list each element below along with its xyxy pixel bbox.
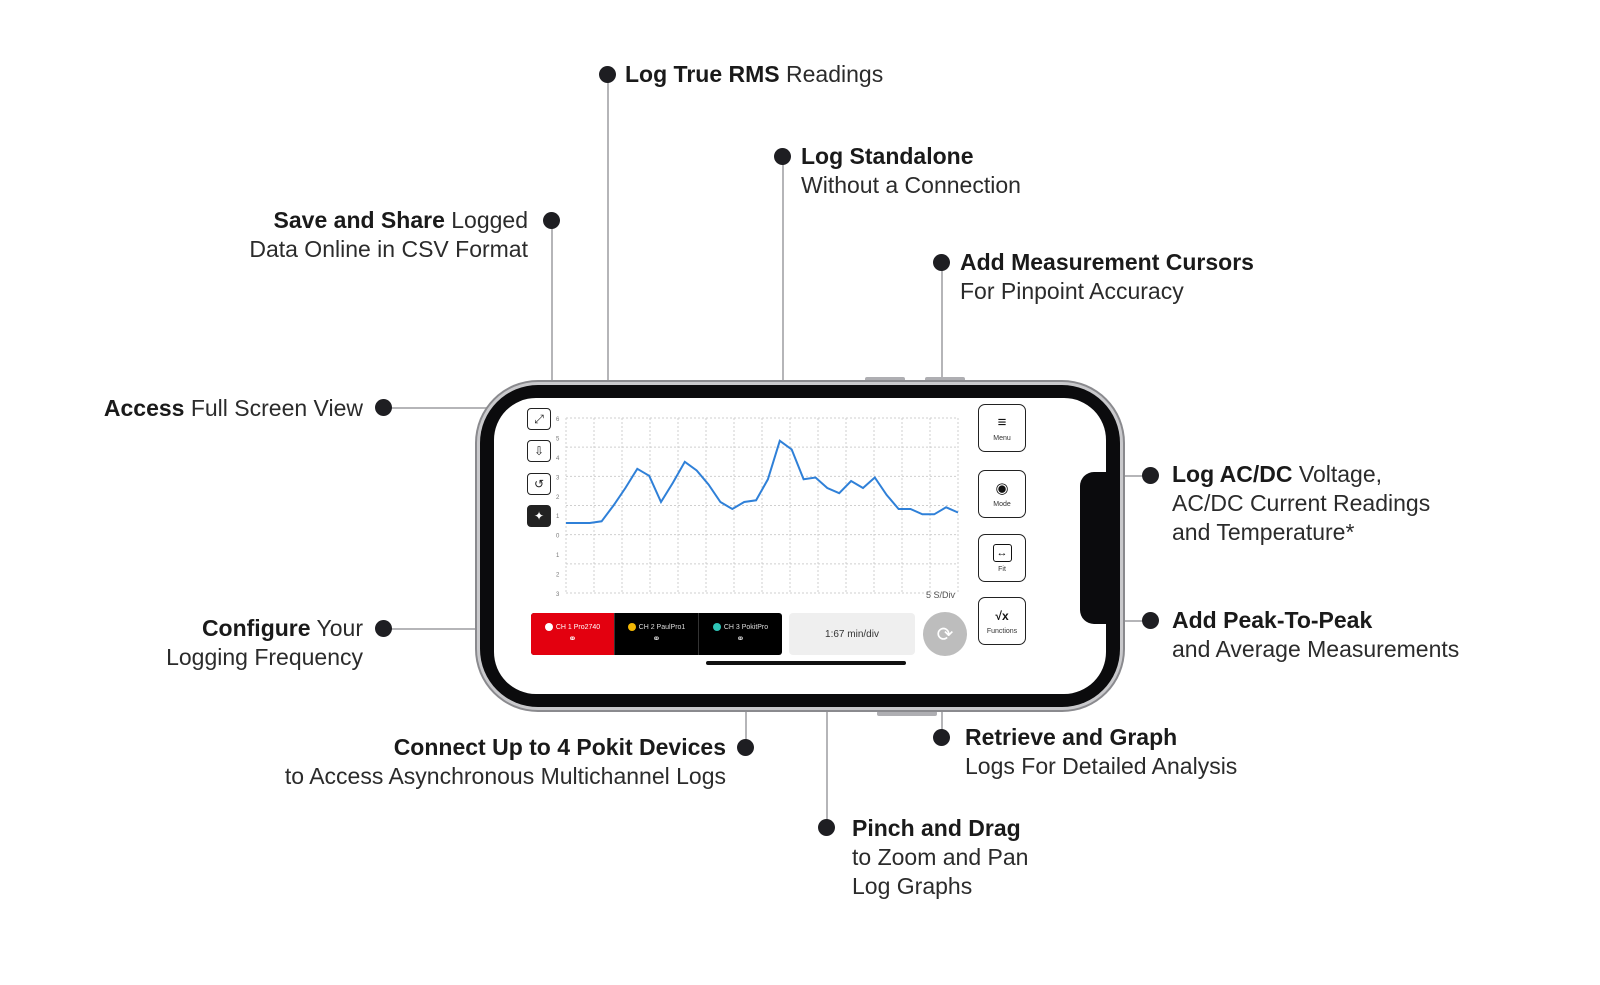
channel-color-dot xyxy=(544,623,553,631)
callout-cursors: Add Measurement Cursors For Pinpoint Acc… xyxy=(960,249,1254,304)
y-tick-label: 3 xyxy=(556,475,560,481)
sqrt-icon: √x xyxy=(995,608,1009,623)
link-icon: ⚭ xyxy=(568,634,577,645)
sync-icon: ⟳ xyxy=(936,623,954,646)
phone-side-button xyxy=(865,377,905,382)
y-tick-label: 2 xyxy=(556,573,560,579)
callout-save-share: Save and Share Logged Data Online in CSV… xyxy=(249,207,528,262)
y-tick-label: 3 xyxy=(556,592,560,598)
connector-fullscreen xyxy=(384,407,536,409)
callout-retrieve: Retrieve and Graph Logs For Detailed Ana… xyxy=(965,724,1238,779)
y-tick-label: 4 xyxy=(556,456,560,462)
menu-button[interactable]: ≡ Menu xyxy=(978,404,1026,452)
channel-3-tab[interactable]: CH 3 PokitPro ⚭ xyxy=(699,613,782,655)
callout-dot xyxy=(1142,467,1159,484)
channel-1-tab[interactable]: CH 1 Pro2740 ⚭ xyxy=(531,613,615,655)
link-icon: ⚭ xyxy=(736,634,745,645)
callout-dot xyxy=(774,148,791,165)
callout-dot xyxy=(933,254,950,271)
y-tick-label: 5 xyxy=(556,436,560,442)
callout-dot xyxy=(737,739,754,756)
trace-line xyxy=(566,439,959,524)
expand-icon: ⤢ xyxy=(534,411,544,426)
callout-configure: Configure Your Logging Frequency xyxy=(166,615,363,670)
phone-side-button xyxy=(925,377,965,382)
callout-acdc: Log AC/DC Voltage, AC/DC Current Reading… xyxy=(1172,461,1431,545)
y-tick-label: 1 xyxy=(556,514,560,520)
fit-button[interactable]: ↔ Fit xyxy=(978,534,1026,582)
history-button[interactable]: ↺ xyxy=(527,473,551,495)
connector-configure xyxy=(384,628,534,630)
connector-standalone xyxy=(782,157,784,439)
phone-notch xyxy=(1080,472,1112,624)
channel-selector: CH 1 Pro2740 ⚭ CH 2 PaulPro1 ⚭ CH 3 Poki… xyxy=(531,613,782,655)
y-tick-label: 0 xyxy=(556,534,560,540)
history-icon: ↺ xyxy=(533,477,545,491)
callout-fullscreen: Access Full Screen View xyxy=(103,395,363,421)
retrieve-logs-button[interactable]: ⟳ xyxy=(923,612,967,656)
fullscreen-button[interactable]: ⤢ xyxy=(527,408,551,430)
channel-color-dot xyxy=(712,623,721,631)
callout-dot xyxy=(375,399,392,416)
callout-dot xyxy=(375,620,392,637)
connector-save xyxy=(551,220,553,445)
fit-arrows-icon: ↔ xyxy=(992,543,1012,562)
phone-side-button xyxy=(877,711,937,716)
y-tick-label: 1 xyxy=(556,553,560,559)
y-tick-label: 6 xyxy=(556,417,560,423)
callout-dot xyxy=(543,212,560,229)
log-graph[interactable]: 6 5 4 3 2 1 0 1 2 3 xyxy=(556,410,966,605)
channel-2-tab[interactable]: CH 2 PaulPro1 ⚭ xyxy=(615,613,699,655)
callout-connect: Connect Up to 4 Pokit Devices to Access … xyxy=(284,734,726,789)
time-scale-label: 5 S/Div xyxy=(926,590,956,600)
connector-pinch xyxy=(826,632,828,828)
download-icon: ⇩ xyxy=(533,444,545,458)
cursor-tool-button[interactable]: ✦ xyxy=(527,505,551,527)
callout-pinch: Pinch and Drag to Zoom and Pan Log Graph… xyxy=(852,815,1029,899)
mode-button[interactable]: ◉ Mode xyxy=(978,470,1026,518)
dial-icon: ◉ xyxy=(995,479,1009,497)
callout-dot xyxy=(933,729,950,746)
channel-color-dot xyxy=(627,623,636,631)
callout-peak: Add Peak-To-Peak and Average Measurement… xyxy=(1172,607,1460,662)
callout-standalone: Log Standalone Without a Connection xyxy=(801,143,1021,198)
callout-dot xyxy=(599,66,616,83)
menu-icon: ≡ xyxy=(997,413,1007,431)
home-indicator xyxy=(706,661,906,665)
callout-dot xyxy=(818,819,835,836)
save-share-button[interactable]: ⇩ xyxy=(527,440,551,462)
connector-rms xyxy=(607,74,609,526)
functions-button[interactable]: √x Functions xyxy=(978,597,1026,645)
link-icon: ⚭ xyxy=(652,634,661,645)
callout-true-rms: Log True RMS Readings xyxy=(625,61,884,87)
y-tick-label: 2 xyxy=(556,495,560,501)
wand-icon: ✦ xyxy=(533,509,545,523)
logging-rate-control[interactable]: 1:67 min/div xyxy=(789,613,915,655)
callout-dot xyxy=(1142,612,1159,629)
